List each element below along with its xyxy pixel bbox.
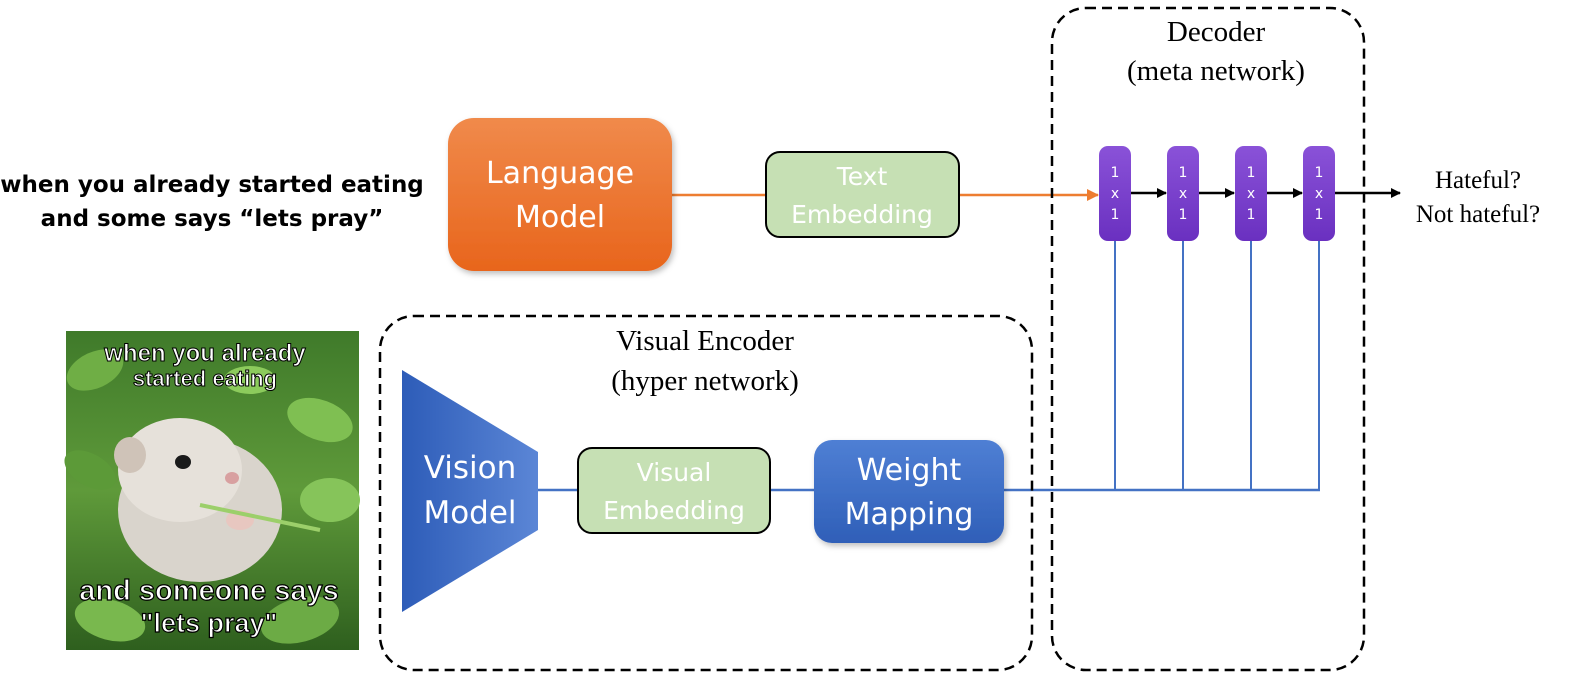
caption-line-1: when you already started eating [0,172,424,198]
node-1-row-1: 1 [1111,165,1120,181]
meme-image: when you already started eating and some… [64,331,360,650]
meme-bottom-line-1: and someone says [79,575,339,607]
node-2-row-2: x [1179,186,1187,202]
node-3-row-3: 1 [1247,207,1256,223]
weight-mapping-label-2: Mapping [845,497,974,532]
vision-model-shape [402,370,538,612]
decoder-title: Decoder [1167,16,1266,48]
meme-top-line-1: when you already [103,340,306,367]
visual-encoder-region [378,314,1034,672]
output-label-1: Hateful? [1435,167,1521,194]
language-model-label-1: Language [486,156,634,191]
vision-model-label-1: Vision [424,450,517,486]
visual-embedding-box [577,447,771,534]
language-model-label-2: Model [515,200,605,235]
visual-encoder-subtitle: (hyper network) [611,365,799,397]
weight-mapping-label-1: Weight [857,453,962,488]
decoder-node-1: 1 x 1 [1099,146,1131,241]
meme-top-line-2: started eating [133,366,277,391]
visual-embedding-label-2: Embedding [603,496,745,525]
node-2-row-3: 1 [1179,207,1188,223]
vision-model-label-2: Model [423,495,516,531]
text-embedding-label-2: Embedding [791,200,933,229]
node-3-row-2: x [1247,186,1255,202]
text-embedding-box [765,151,960,238]
weight-mapping-box [814,440,1004,543]
node-4-row-2: x [1315,186,1323,202]
decoder-subtitle: (meta network) [1127,55,1305,87]
node-3-row-1: 1 [1247,165,1256,181]
visual-encoder-title: Visual Encoder [616,325,794,357]
decoder-node-2: 1 x 1 [1167,146,1199,241]
output-label-2: Not hateful? [1416,201,1540,228]
text-embedding-label-1: Text [836,162,888,191]
node-1-row-2: x [1111,186,1119,202]
language-model-box [448,118,672,271]
decoder-node-3: 1 x 1 [1235,146,1267,241]
visual-embedding-label-1: Visual [637,458,712,487]
node-1-row-3: 1 [1111,207,1120,223]
meme-bottom-line-2: "lets pray" [141,608,278,638]
node-2-row-1: 1 [1179,165,1188,181]
node-4-row-3: 1 [1315,207,1324,223]
decoder-region [1050,6,1366,672]
caption-line-2: and some says “lets pray” [41,206,384,232]
decoder-node-4: 1 x 1 [1303,146,1335,241]
node-4-row-1: 1 [1315,165,1324,181]
